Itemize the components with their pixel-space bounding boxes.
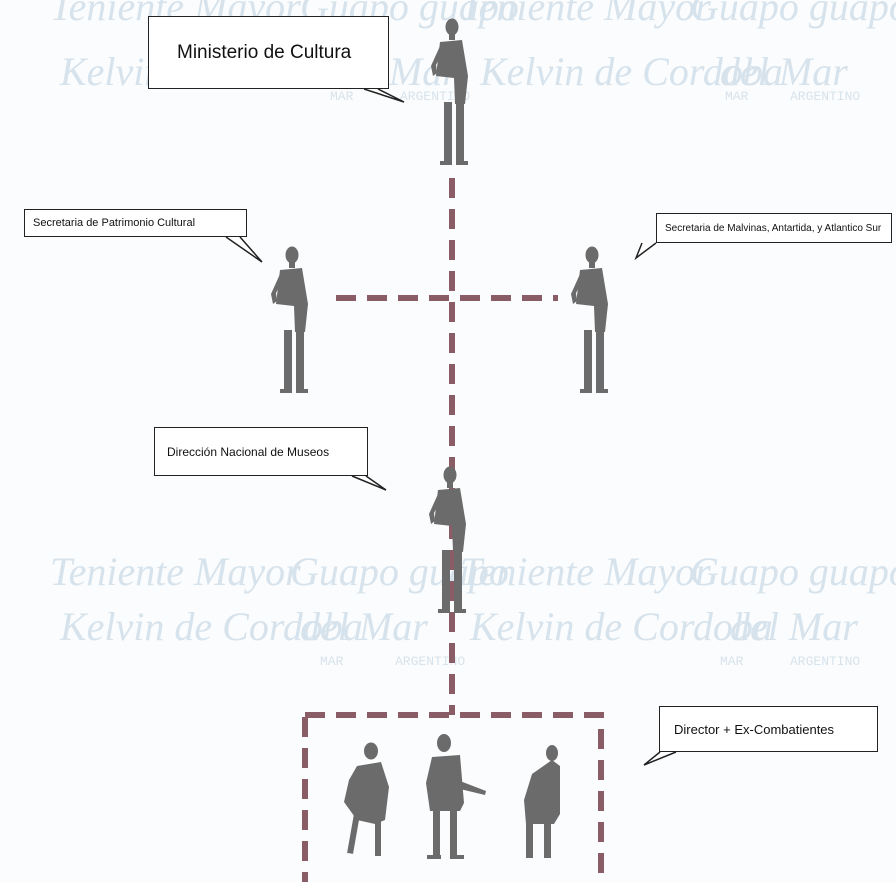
watermark-stamp: ARGENTINO [400,89,470,104]
malvinas-callout: Secretaria de Malvinas, Antartida, y Atl… [656,213,892,243]
watermark-text: Kelvin de Cordoba [469,604,773,649]
watermark-stamp: MAR [330,89,354,104]
ministerio-callout: Ministerio de Cultura [148,16,389,89]
malvinas-person-icon [571,246,608,393]
director-callout: Director + Ex-Combatientes [659,706,878,752]
callout-tail [634,242,657,261]
callout-tail [225,236,263,263]
watermark-text: Teniente Mayor [460,549,711,594]
callout-tails [225,88,677,766]
patrimonio-label: Secretaria de Patrimonio Cultural [33,217,196,229]
watermark-text: del Mar [300,604,428,649]
watermark-stamp: ARGENTINO [395,654,465,669]
group-frame [302,712,604,882]
watermark-stamp: MAR [720,654,744,669]
watermark-stamp: MAR [725,89,749,104]
watermark-stamp: ARGENTINO [790,654,860,669]
watermark-text: del Mar [720,49,848,94]
museos-label: Dirección Nacional de Museos [167,444,330,459]
callout-tail [363,88,405,103]
callout-tail [643,751,677,766]
watermark-text: Guapo guapo [690,0,896,29]
watermark-text: Kelvin de Cordoba [479,49,783,94]
watermark-text: Guapo guapo [290,549,509,594]
watermark-text: del Mar [730,604,858,649]
watermark-text: Guapo guapo [690,549,896,594]
museos-callout: Dirección Nacional de Museos [154,427,368,476]
ex-combatiente-person-icon [426,734,486,859]
patrimonio-person-icon [271,246,308,393]
watermark-text: Teniente Mayor [460,0,711,29]
watermark-text: Kelvin de Cordoba [59,604,363,649]
ex-combatiente-person-icon [524,745,560,858]
director-person-icon [344,742,389,856]
director-label: Director + Ex-Combatientes [674,721,835,737]
watermark-stamp: MAR [320,654,344,669]
callout-tail [351,475,387,491]
ministerio-label: Ministerio de Cultura [177,41,352,63]
watermark-stamp: ARGENTINO [790,89,860,104]
watermark-text: Teniente Mayor [50,549,301,594]
connectors [302,178,604,882]
malvinas-label: Secretaria de Malvinas, Antartida, y Atl… [665,222,882,234]
watermark-layer: Teniente Mayor Guapo guapo Teniente Mayo… [50,0,896,669]
patrimonio-callout: Secretaria de Patrimonio Cultural [24,209,247,237]
